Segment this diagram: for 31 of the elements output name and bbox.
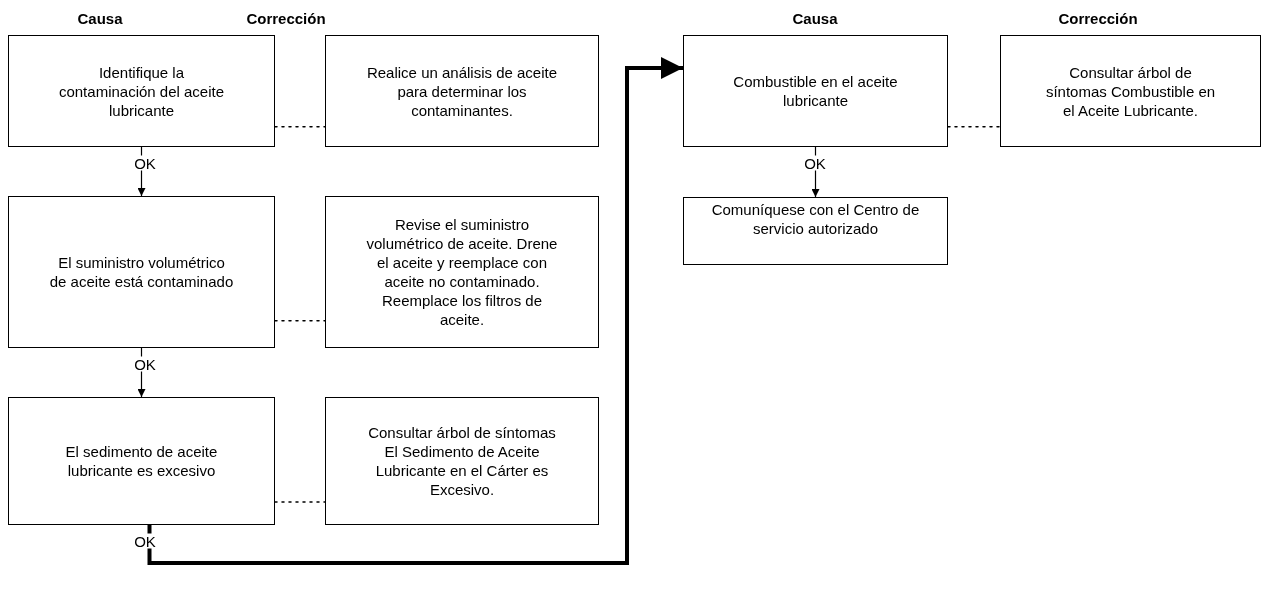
box-text: Combustible en el aceite lubricante bbox=[732, 72, 899, 110]
process-box bbox=[325, 35, 599, 147]
box-text: Identifique la contaminación del aceite lubricante bbox=[57, 62, 226, 120]
arrow bbox=[147, 57, 683, 565]
column-heading: Causa bbox=[792, 10, 838, 26]
column-heading: Corrección bbox=[246, 10, 326, 26]
box-text: Comuníquese con el Centro de servicio autorizado bbox=[710, 200, 921, 238]
process-box bbox=[8, 196, 275, 348]
box-text: Realice un análisis de aceite para determinar los contaminantes. bbox=[366, 62, 558, 120]
edge-label: OK bbox=[132, 155, 158, 171]
box-text: El sedimento de aceite lubricante es excesivo bbox=[64, 442, 219, 480]
dotted-connector bbox=[947, 126, 1001, 128]
edge-label: OK bbox=[132, 356, 158, 372]
box-text: Revise el suministro volumétrico de aceite. Drene el aceite y reemplace con aceite no contaminado. Reemplace los filtros de aceite. bbox=[366, 215, 558, 329]
box-text: Consultar árbol de síntomas Combustible en el Aceite Lubricante. bbox=[1044, 62, 1217, 120]
column-heading: Corrección bbox=[1058, 10, 1138, 26]
process-box bbox=[325, 397, 599, 525]
dotted-connector bbox=[274, 319, 326, 322]
box-text: Consultar árbol de síntomas El Sedimento de Aceite Lubricante en el Cárter es Excesivo. bbox=[367, 423, 557, 499]
process-box bbox=[683, 35, 948, 147]
process-box bbox=[1000, 35, 1261, 147]
process-box bbox=[8, 35, 275, 147]
box-text: El suministro volumétrico de aceite está contaminado bbox=[49, 253, 234, 291]
process-box bbox=[8, 397, 275, 525]
process-box bbox=[683, 197, 948, 265]
column-heading: Causa bbox=[77, 10, 123, 26]
dotted-connector bbox=[274, 501, 326, 503]
dotted-connector bbox=[274, 126, 326, 128]
edge-label: OK bbox=[132, 533, 158, 549]
process-box bbox=[325, 196, 599, 348]
edge-label: OK bbox=[802, 155, 828, 171]
